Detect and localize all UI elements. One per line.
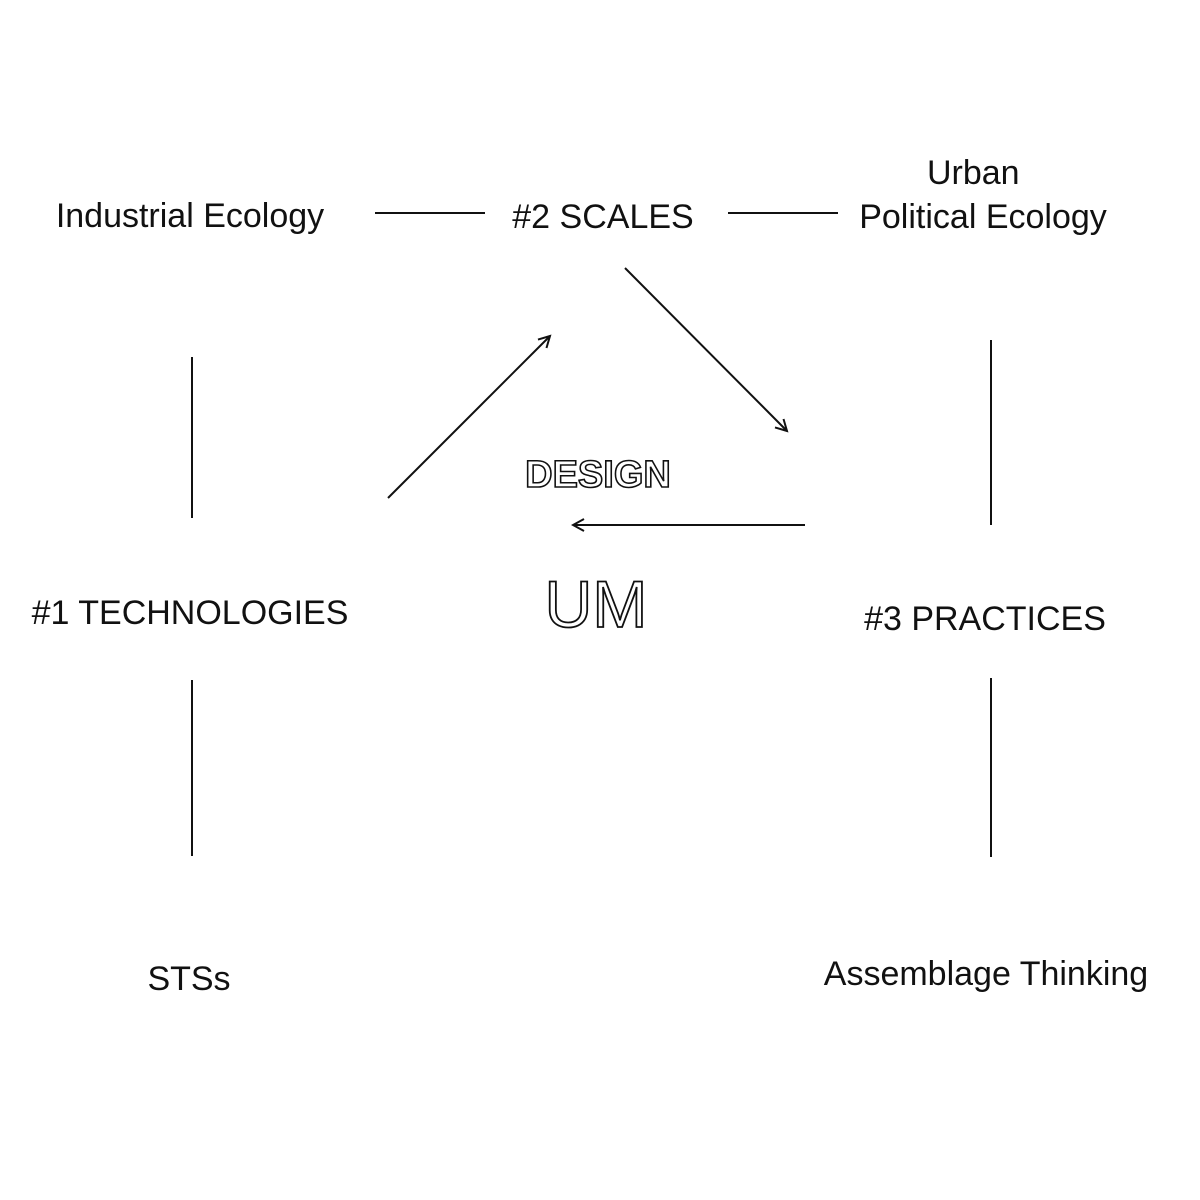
arrow-scales-to-practices	[624, 267, 787, 431]
node-technologies: #1 TECHNOLOGIES	[32, 594, 349, 632]
center-um: UM	[545, 567, 648, 641]
node-scales: #2 SCALES	[512, 198, 693, 236]
node-urban-political-ecology-line2: Political Ecology	[859, 198, 1107, 236]
arrow-technologies-to-scales	[387, 336, 550, 499]
node-assemblage-thinking: Assemblage Thinking	[824, 955, 1148, 993]
node-urban-political-ecology-line1: Urban	[927, 154, 1020, 192]
node-stss: STSs	[147, 960, 230, 998]
node-urban-political-ecology: Urban Political Ecology	[859, 154, 1107, 236]
node-practices: #3 PRACTICES	[864, 600, 1106, 638]
node-industrial-ecology: Industrial Ecology	[56, 197, 324, 235]
center-design: DESIGN	[525, 454, 671, 496]
